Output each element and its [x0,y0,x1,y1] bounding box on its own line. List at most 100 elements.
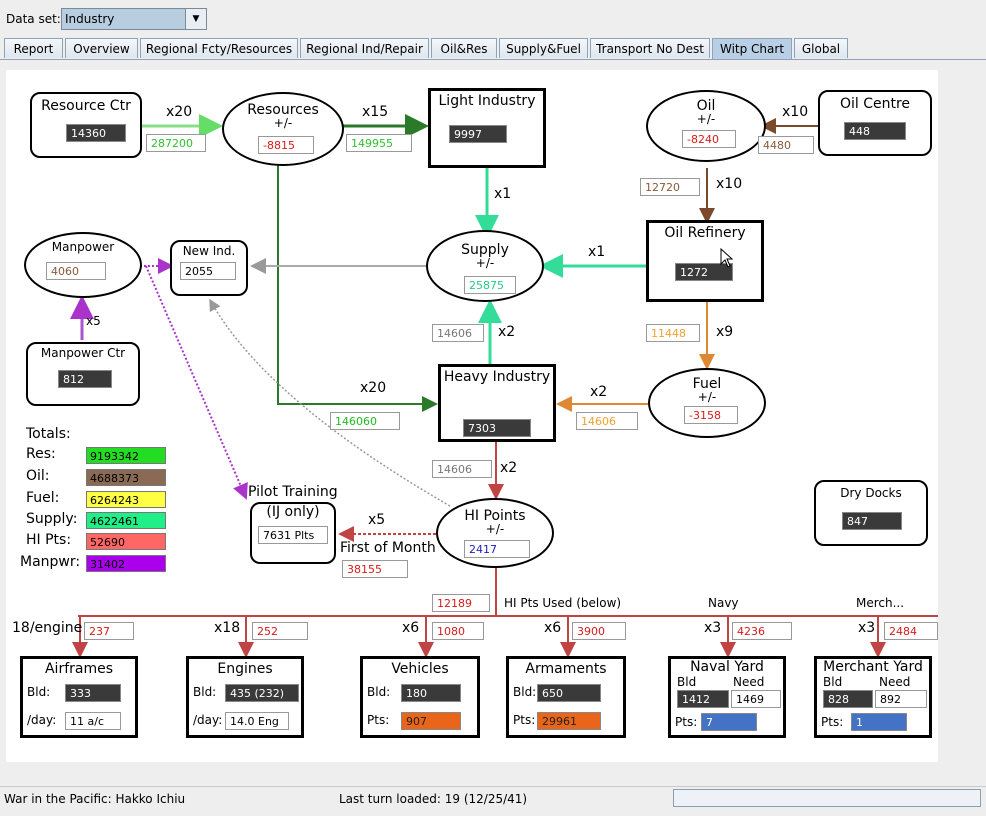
resource-ctr-node: Resource Ctr 14360 [30,92,142,158]
flow-multiplier: 18/engine [12,620,83,636]
flow-multiplier: x20 [166,104,193,120]
manpower-title: Manpower [51,240,115,254]
dry-docks-title: Dry Docks [840,486,902,500]
supply-value: 25875 [464,276,516,294]
hi-points-title: HI Points+/- [438,508,552,536]
flow-value-refinery-in: 12720 [640,178,700,196]
naval-yard-need-value: 1469 [731,690,781,708]
oil-refinery-value: 1272 [675,263,733,281]
tab-report[interactable]: Report [4,38,63,58]
manpower-ctr-node: Manpower Ctr 812 [26,342,140,406]
heavy-industry-value: 7303 [463,419,531,437]
flow-value-fuel-heavy: 14606 [576,412,638,430]
flow-multiplier: x1 [588,244,606,260]
tab-regional-ind-repair[interactable]: Regional Ind/Repair [300,38,429,58]
resources-node: Resources+/- -8815 [222,92,344,166]
first-of-month-label: First of Month [340,540,436,556]
vehicles-pts-value: 907 [401,712,461,730]
manpower-value: 4060 [46,262,106,280]
airframes-day-value: 11 a/c [65,712,121,730]
flow-value-resources: 287200 [146,134,206,152]
day-label: /day: [27,713,57,727]
pilot-training-node: (IJ only) 7631 Plts [250,502,336,564]
vehicles-title: Vehicles [391,661,449,677]
naval-yard-pts-value: 7 [701,713,757,731]
dataset-select-value: Industry [65,12,115,26]
tab-supply-fuel[interactable]: Supply&Fuel [499,38,588,58]
fuel-node: Fuel+/- -3158 [648,368,766,438]
totals-label: Manpwr: [20,554,81,570]
tab-oil-res[interactable]: Oil&Res [431,38,497,58]
tab-witp-chart[interactable]: Witp Chart [712,38,792,59]
status-last-turn: Last turn loaded: 19 (12/25/41) [339,792,528,806]
oil-node: Oil+/- -8240 [646,90,766,162]
vehicles-bld-value: 180 [401,684,461,702]
resource-ctr-title: Resource Ctr [41,98,131,114]
tab-transport-no-dest[interactable]: Transport No Dest [590,38,710,58]
flow-multiplier: x20 [360,380,387,396]
dataset-select[interactable]: Industry ▼ [61,8,207,30]
hi-points-node: HI Points+/- 2417 [436,498,554,568]
resources-sub: +/- [273,116,293,130]
fuel-value: -3158 [684,406,738,424]
dry-docks-value: 847 [842,512,902,530]
manpower-ctr-title: Manpower Ctr [40,346,126,360]
witp-chart-canvas: Resource Ctr 14360 x20 287200 Resources+… [6,70,938,762]
dataset-label: Data set: [6,12,61,26]
flow-value-airframes: 237 [84,622,134,640]
pilot-training-value: 7631 Plts [258,526,328,544]
flow-value-naval: 4236 [732,622,792,640]
day-label: /day: [193,713,223,727]
naval-yard-bld-value: 1412 [677,690,729,708]
flow-value-hi-used: 12189 [432,594,490,612]
flow-multiplier: x3 [858,620,876,636]
flow-multiplier: x9 [716,324,734,340]
flow-multiplier: x1 [494,186,512,202]
resource-ctr-value: 14360 [66,124,126,142]
merchant-yard-node: Merchant Yard Bld Need 828 892 Pts: 1 [814,656,932,738]
supply-title: Supply+/- [428,242,542,269]
totals-supply-value: 4622461 [86,512,166,529]
fuel-sub: +/- [697,390,717,404]
totals-label: Res: [26,446,56,462]
pts-label: Pts: [675,715,698,729]
flow-multiplier: x6 [402,620,420,636]
need-label: Need [879,675,911,689]
pilot-training-sub: (IJ only) [266,504,320,520]
pts-label: Pts: [513,713,536,727]
vehicles-node: Vehicles Bld: 180 Pts: 907 [360,656,480,738]
bld-label: Bld: [513,685,537,699]
oil-value: -8240 [682,130,736,148]
armaments-title: Armaments [525,661,607,677]
oil-title-text: Oil [696,98,716,114]
tab-regional-fcty-resources[interactable]: Regional Fcty/Resources [140,38,298,58]
hi-points-value: 2417 [464,540,530,558]
merchant-yard-title: Merchant Yard [823,659,923,675]
resources-value: -8815 [258,136,314,154]
bld-label: Bld [677,675,697,689]
flow-value-vehicles: 1080 [432,622,484,640]
tab-overview[interactable]: Overview [65,38,138,58]
engines-bld-value: 435 (232) [225,684,299,702]
totals-hipts-value: 52690 [86,533,166,550]
tab-global[interactable]: Global [794,38,848,58]
armaments-node: Armaments Bld: 650 Pts: 29961 [506,656,626,738]
light-industry-title: Light Industry [438,93,536,109]
flow-value-pilot: 38155 [342,560,408,578]
totals-label: Supply: [26,511,78,527]
merchant-yard-bld-value: 828 [823,690,873,708]
engines-title: Engines [217,661,273,677]
bld-label: Bld: [367,685,391,699]
naval-yard-node: Naval Yard Bld Need 1412 1469 Pts: 7 [668,656,786,738]
flow-multiplier: x18 [214,620,241,636]
flow-multiplier: x10 [716,176,743,192]
flow-value-merchant: 2484 [884,622,938,640]
oil-sub: +/- [696,112,716,126]
chevron-down-icon[interactable]: ▼ [185,9,206,29]
new-ind-value: 2055 [180,262,236,280]
status-progress-field [673,789,981,807]
light-industry-node: Light Industry 9997 [428,88,546,168]
hi-points-sub: +/- [485,522,505,536]
flow-value-fuel: 11448 [646,324,700,342]
supply-node: Supply+/- 25875 [426,230,544,302]
